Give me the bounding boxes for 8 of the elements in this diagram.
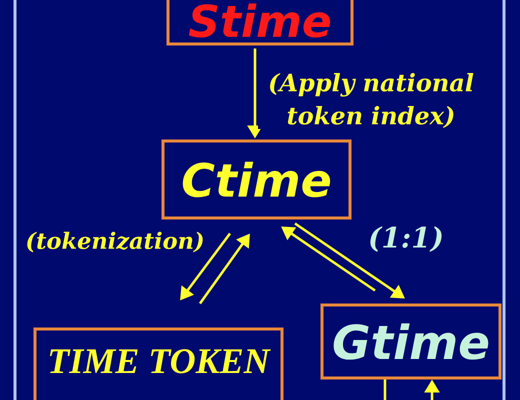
process-box: TIME TOKEN xyxy=(34,328,284,400)
edge-label: (Apply national token index) xyxy=(258,72,484,129)
edge-label: (1:1) xyxy=(367,225,445,253)
process-box: Gtime xyxy=(320,304,502,380)
process-box: Stime xyxy=(166,0,354,46)
process-box: Ctime xyxy=(162,140,352,220)
edge-label: (tokenization) xyxy=(24,230,206,254)
connector-line xyxy=(384,380,386,400)
